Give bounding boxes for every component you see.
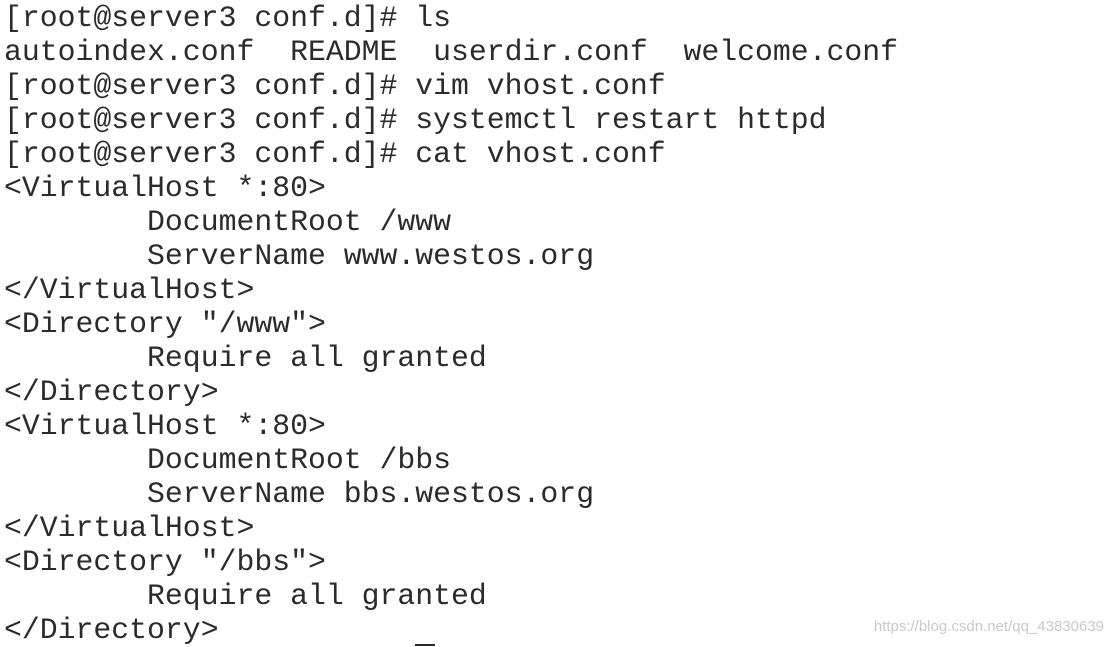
terminal-line: Require all granted bbox=[4, 341, 487, 375]
terminal-line: <Directory "/www"> bbox=[4, 307, 326, 341]
terminal-line: </Directory> bbox=[4, 375, 219, 409]
text-cursor bbox=[415, 644, 435, 646]
terminal-line: <VirtualHost *:80> bbox=[4, 171, 326, 205]
terminal-line: </VirtualHost> bbox=[4, 511, 255, 545]
terminal-line: DocumentRoot /bbs bbox=[4, 443, 452, 477]
terminal-line: <Directory "/bbs"> bbox=[4, 545, 326, 579]
terminal-line: </Directory> bbox=[4, 613, 219, 647]
terminal-line: ServerName www.westos.org bbox=[4, 239, 595, 273]
terminal-line: Require all granted bbox=[4, 579, 487, 613]
watermark: https://blog.csdn.net/qq_43830639 bbox=[873, 618, 1104, 635]
terminal-line: </VirtualHost> bbox=[4, 273, 255, 307]
terminal-line: [root@server3 conf.d]# ls bbox=[4, 1, 452, 35]
terminal-line: autoindex.conf README userdir.conf welco… bbox=[4, 35, 899, 69]
terminal-line: [root@server3 conf.d]# vim vhost.conf bbox=[4, 69, 666, 103]
terminal-line: <VirtualHost *:80> bbox=[4, 409, 326, 443]
terminal-line: DocumentRoot /www bbox=[4, 205, 452, 239]
terminal-line: [root@server3 conf.d]# cat vhost.conf bbox=[4, 137, 666, 171]
terminal-line: ServerName bbs.westos.org bbox=[4, 477, 595, 511]
terminal-line: [root@server3 conf.d]# systemctl restart… bbox=[4, 103, 827, 137]
